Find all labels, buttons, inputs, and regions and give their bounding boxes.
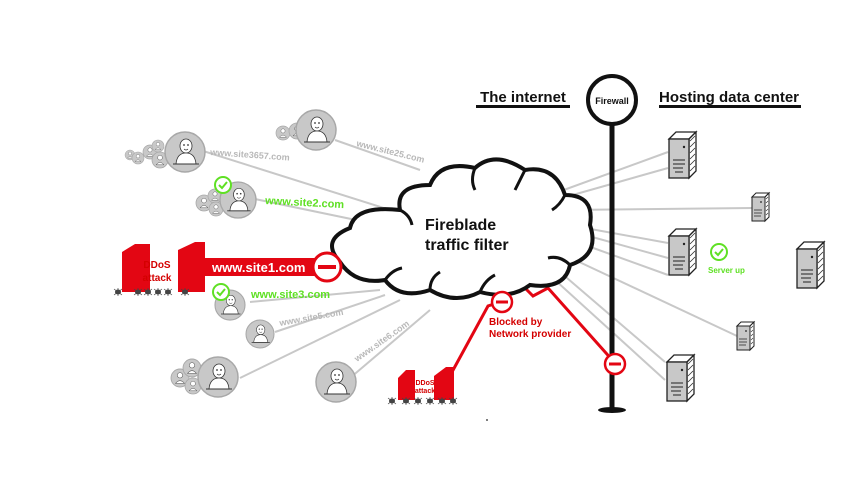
- user-site2: www.site2.com: [195, 176, 345, 219]
- ddos-attack-secondary: DDoS attack: [387, 367, 458, 406]
- user-site25: www.site25.com: [275, 109, 426, 165]
- connection-server3c: [584, 244, 669, 276]
- user-site5: www.site5.com: [245, 307, 344, 349]
- connection-site3657: [199, 149, 391, 211]
- connection-site25: [334, 139, 421, 171]
- server-up-label: Server up: [708, 266, 745, 275]
- heading-internet-underline: [476, 105, 570, 108]
- server-tower-icon: [668, 131, 697, 179]
- firewall-circle: [586, 74, 638, 126]
- fireblade-cloud: Fireblade traffic filter: [330, 157, 595, 300]
- cloud-shape: [330, 157, 595, 300]
- user-site6: www.site6.com: [315, 318, 412, 403]
- bot-bug-icon: [413, 396, 423, 406]
- ddos-main-label-line1: DDoS: [143, 260, 171, 271]
- bot-bug-icon: [113, 287, 123, 297]
- site1-attack: www.site1.com: [195, 251, 343, 283]
- check-circle-icon: [214, 176, 232, 194]
- ddos2-wall-right: [434, 367, 454, 400]
- server-tower-icon: [666, 354, 695, 402]
- server-tower-icon: [668, 228, 697, 276]
- user-connections: [199, 139, 431, 379]
- no-entry-icon-firewall: [603, 352, 627, 376]
- connection-site5: [274, 294, 386, 333]
- site6-label: www.site6.com: [352, 318, 412, 364]
- ddos-main-label-line2: attack: [143, 273, 172, 284]
- check-circle-icon: [710, 243, 728, 261]
- ddos-secondary-label-line1: DDoS: [415, 380, 434, 387]
- ddos-wall-right: [178, 242, 205, 292]
- cloud-title-line1: Fireblade: [425, 217, 496, 234]
- heading-internet: The internet: [480, 89, 566, 106]
- ddos2-wall-left: [398, 370, 415, 400]
- site3-label: www.site3.com: [250, 289, 330, 301]
- blocked-label-line2: Network provider: [489, 329, 571, 340]
- connection-server4: [574, 259, 738, 337]
- connection-server2: [564, 207, 753, 211]
- user-site3: www.site3.com: [212, 283, 330, 321]
- ddos-wall-left: [122, 244, 150, 292]
- blocked-label-line1: Blocked by: [489, 317, 543, 328]
- firewall-label: Firewall: [595, 96, 629, 106]
- firewall-base: [598, 407, 626, 413]
- site1-label: www.site1.com: [211, 260, 305, 275]
- server-tower-icon: [796, 241, 825, 289]
- bot-bug-icon: [387, 396, 397, 406]
- section-headings: The internet Hosting data center: [476, 89, 801, 108]
- server-tower-icon: [736, 321, 755, 351]
- bot-bug-icon: [153, 287, 163, 297]
- connection-server1a: [549, 151, 669, 196]
- connection-site6: [349, 309, 431, 379]
- server-tower-icon: [751, 192, 770, 222]
- no-entry-icon: [490, 290, 514, 314]
- connection-site-bottom: [239, 299, 401, 379]
- connection-server3a: [584, 227, 669, 244]
- site1-attack-band: [195, 258, 320, 276]
- site5-label: www.site5.com: [278, 307, 344, 328]
- heading-hosting: Hosting data center: [659, 89, 799, 106]
- network-provider-block: Blocked by Network provider: [489, 290, 627, 376]
- connection-server3b: [584, 234, 669, 259]
- user-avatar-icon: [197, 356, 239, 398]
- site2-label: www.site2.com: [264, 195, 345, 211]
- user-avatar-icon: [295, 109, 337, 151]
- bot-bug-icon: [425, 396, 435, 406]
- ddos-attack-main: DDoS attack: [113, 242, 205, 297]
- site3657-label: www.site3657.com: [209, 147, 290, 163]
- user-avatar-icon: [315, 361, 357, 403]
- bot-bug-icon: [163, 287, 173, 297]
- check-circle-icon: [212, 283, 230, 301]
- site1-blocked-icon: [311, 251, 343, 283]
- servers: Server up: [666, 131, 825, 402]
- server-connections: [549, 151, 753, 381]
- user-site-bottom-left: [170, 356, 239, 398]
- user-avatar-icon: [245, 319, 275, 349]
- ddos-secondary-label-line2: attack: [415, 388, 435, 395]
- stray-dot: [486, 419, 488, 421]
- heading-hosting-underline: [659, 105, 801, 108]
- cloud-title-line2: traffic filter: [425, 237, 509, 254]
- connection-site3: [249, 289, 381, 303]
- user-avatar-icon: [164, 131, 206, 173]
